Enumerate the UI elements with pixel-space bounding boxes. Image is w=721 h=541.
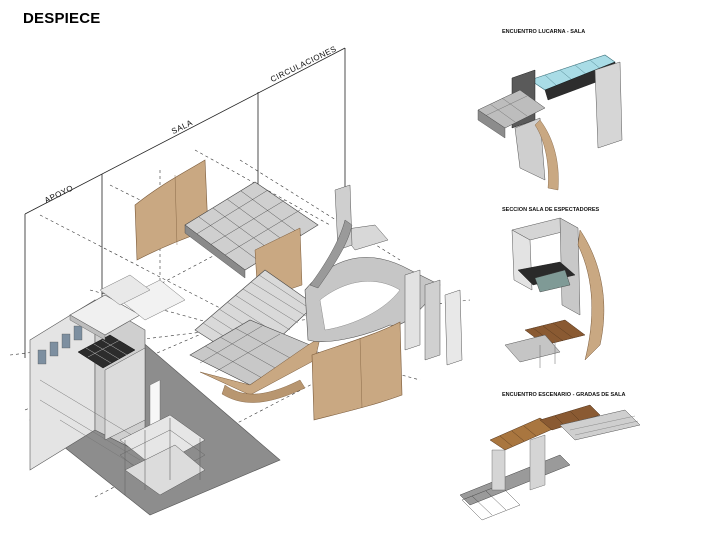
sheet-title: DESPIECE xyxy=(23,10,101,27)
sala-components xyxy=(134,159,321,403)
detail-caption-escenario: ENCUENTRO ESCENARIO - GRADAS DE SALA xyxy=(502,392,626,398)
detail-caption-lucarna: ENCUENTRO LUCARNA - SALA xyxy=(502,29,586,35)
circulaciones-components xyxy=(304,184,463,421)
detail-seccion-sala xyxy=(504,217,605,368)
detail-escenario xyxy=(459,404,641,521)
detail-caption-seccion-sala: SECCION SALA DE ESPECTADORES xyxy=(502,207,600,213)
detail-lucarna xyxy=(477,54,623,191)
apoyo-building xyxy=(29,274,281,516)
